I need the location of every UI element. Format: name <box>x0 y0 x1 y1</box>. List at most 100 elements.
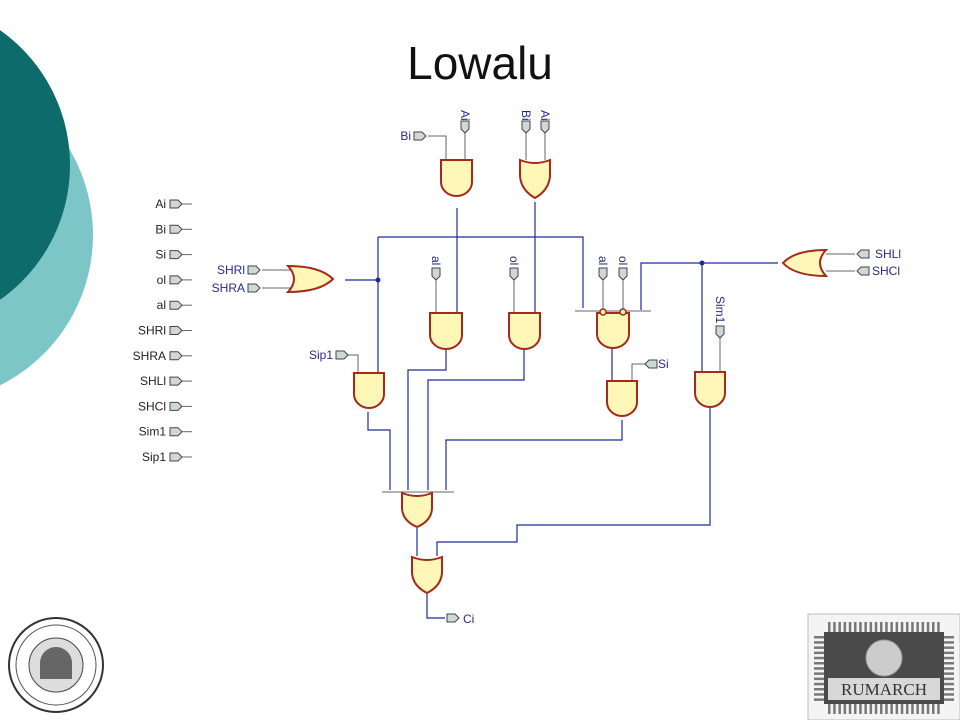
rumarch-chip-logo: RUMARCH <box>807 613 960 720</box>
chip-pin <box>944 646 954 649</box>
wire-ci-out <box>426 594 445 619</box>
chip-pin <box>944 651 954 655</box>
pin-flag-icon <box>521 120 531 134</box>
chip-pin <box>843 704 847 714</box>
or-gate-big <box>401 491 433 529</box>
side-pin-label: SHLl <box>140 374 166 388</box>
chip-pin <box>874 704 878 714</box>
pin-flag-icon <box>169 199 183 209</box>
and-gate-shr-shl <box>596 312 630 349</box>
chip-pin <box>944 641 954 644</box>
chip-pin <box>828 622 831 632</box>
chip-pin <box>944 667 954 670</box>
or-gate-shr <box>285 264 335 294</box>
chip-pin <box>814 641 824 644</box>
chip-pin <box>814 667 824 670</box>
chip-pin <box>932 704 935 714</box>
gates <box>285 158 829 595</box>
chip-pin <box>859 704 862 714</box>
chip-pin <box>944 677 954 681</box>
side-pin-label: SHRA <box>133 349 166 363</box>
and-gate-sip1 <box>353 372 385 409</box>
chip-pin <box>885 622 888 632</box>
side-pin-label: al <box>157 298 166 312</box>
chip-pin <box>874 622 878 632</box>
chip-pin <box>854 622 857 632</box>
rumarch-label: RUMARCH <box>841 680 927 699</box>
chip-pins <box>814 622 954 714</box>
seal-arch-icon <box>40 647 72 679</box>
inverter-bubble <box>599 308 607 316</box>
chip-pin <box>814 646 824 649</box>
chip-pin <box>838 704 841 714</box>
slide-title: Lowalu <box>407 37 553 89</box>
pin-flag-icon <box>446 613 460 623</box>
chip-pin <box>944 693 954 696</box>
pin-flag-icon <box>460 120 470 134</box>
pin-flag-icon <box>413 131 427 141</box>
chip-pin <box>880 622 883 632</box>
chip-pin <box>869 622 873 632</box>
chip-pin <box>859 622 862 632</box>
chip-pin <box>944 672 954 675</box>
university-seal-logo <box>8 617 104 713</box>
chip-pin <box>869 704 873 714</box>
pin-label-ci: Ci <box>463 612 474 626</box>
pin-flag-icon <box>856 249 870 259</box>
chip-pin <box>848 704 852 714</box>
pin-flag-icon <box>169 452 183 462</box>
side-pin-label: SHRl <box>138 324 166 338</box>
side-pin-label: Sip1 <box>142 450 166 464</box>
chip-pin <box>843 622 847 632</box>
gate-input-stubs <box>262 133 855 493</box>
pin-label-al_2: al <box>596 256 610 265</box>
or-gate-top <box>519 158 551 200</box>
side-pin-label: SHCl <box>138 399 166 413</box>
pin-flag-icon <box>169 275 183 285</box>
chip-pin <box>814 636 824 639</box>
pin-label-sim1: Sim1 <box>713 296 727 324</box>
pin-flag-icon <box>169 351 183 361</box>
chip-pin <box>937 622 940 632</box>
pin-label-sip1: Sip1 <box>309 348 333 362</box>
pin-label-al_1: al <box>429 256 443 265</box>
wire-and1-to-or <box>407 350 447 490</box>
pin-flag-icon <box>169 401 183 411</box>
chip-pin <box>890 704 893 714</box>
pin-flag-icon <box>169 376 183 386</box>
and-gate-si <box>606 380 638 417</box>
pin-flag-icon <box>335 350 349 360</box>
pin-label-shll: SHLl <box>875 247 901 261</box>
chip-pin <box>814 651 824 655</box>
and-gate-al <box>429 312 463 350</box>
chip-pin <box>906 622 909 632</box>
pin-flag-icon <box>169 326 183 335</box>
pin-flag-icon <box>856 266 870 276</box>
wire-sip1-and-to-or <box>367 412 391 490</box>
pin-flag-icon <box>598 267 608 281</box>
chip-pin <box>944 682 954 686</box>
chip-pin <box>911 704 914 714</box>
pin-label-si: Si <box>658 357 669 371</box>
side-pin-label: Bi <box>155 222 166 236</box>
chip-pin <box>937 704 940 714</box>
chip-pin <box>906 704 909 714</box>
stub-si <box>631 363 645 380</box>
chip-pin <box>814 662 824 665</box>
stub-bi-top <box>428 135 447 160</box>
seal-inner-ring <box>15 624 97 706</box>
wire-shl-bus <box>640 262 778 310</box>
chip-pin <box>828 704 831 714</box>
pin-flag-icon <box>169 250 183 260</box>
pin-label-shrl: SHRl <box>217 263 245 277</box>
chip-pin <box>900 622 904 632</box>
chip-pin <box>944 688 954 691</box>
chip-pin <box>833 704 836 714</box>
chip-pin <box>814 688 824 691</box>
inverter-bubble <box>619 308 627 316</box>
chip-pin <box>848 622 852 632</box>
pin-flag-icon <box>715 325 725 339</box>
